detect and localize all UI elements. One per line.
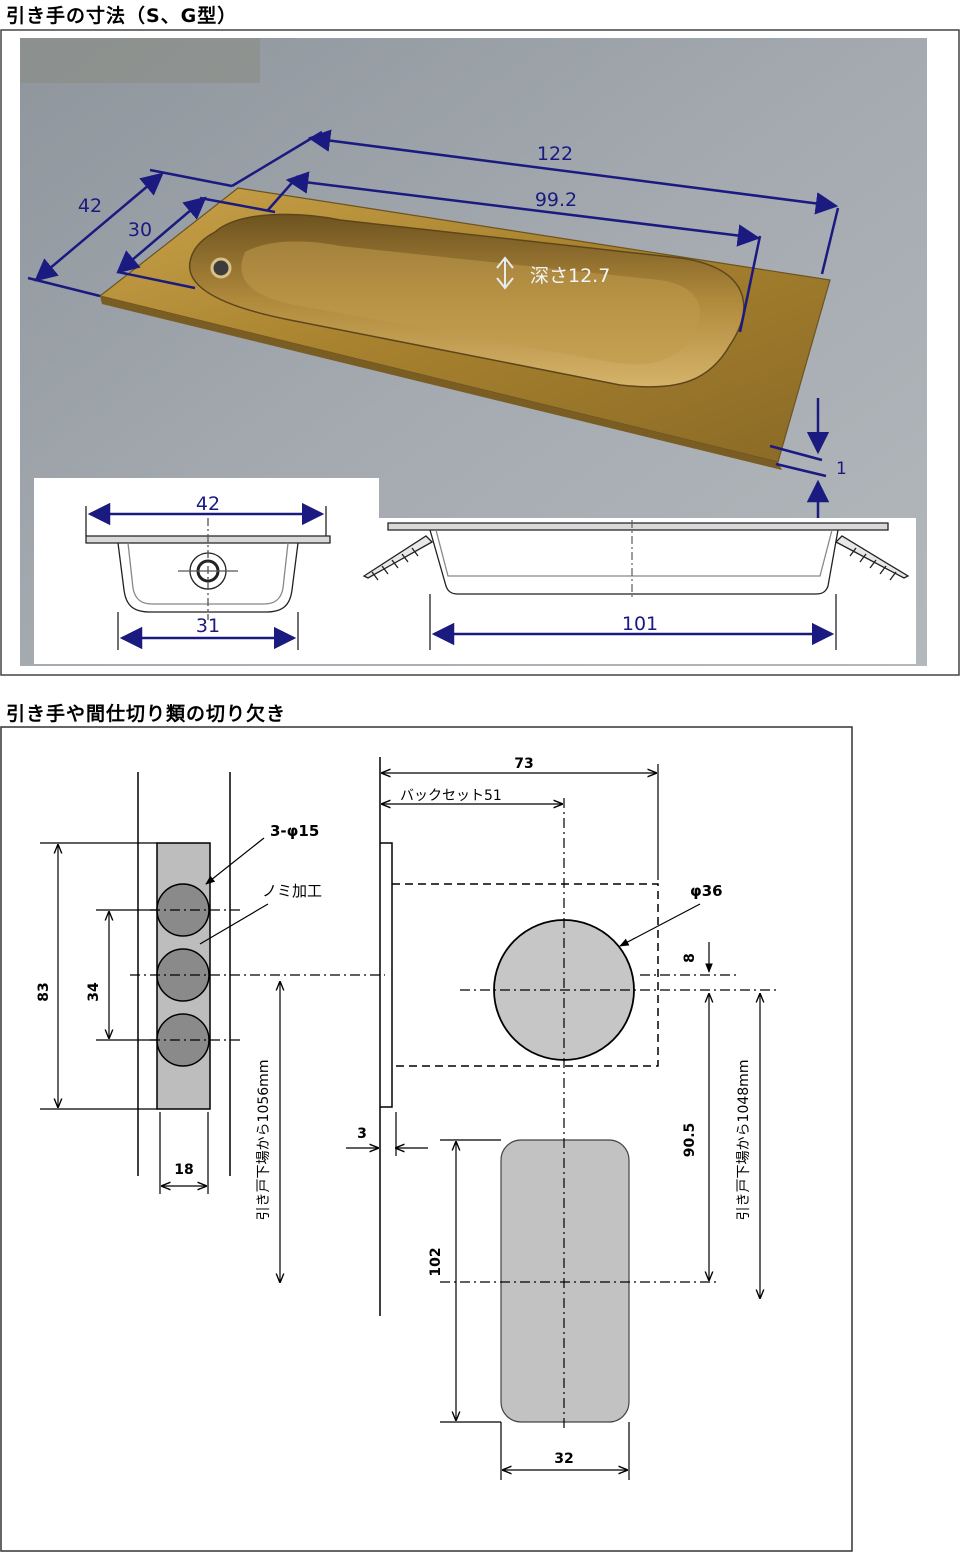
leader-nomi	[199, 903, 269, 945]
depth-label: 深さ12.7	[530, 265, 610, 287]
label-from-floor-left: 引き戸下場から1056mm	[256, 1060, 272, 1221]
depth-arrow-icon	[496, 256, 514, 290]
section-title-cutout: 引き手や間仕切り類の切り欠き	[6, 703, 287, 725]
leader-phi36	[619, 903, 701, 947]
dim-label-102: 102	[428, 1247, 444, 1276]
dim-label-83: 83	[36, 982, 52, 1001]
dim-label-101: 101	[622, 613, 658, 635]
dim-line-99	[285, 171, 761, 247]
dim-label-122: 122	[537, 143, 573, 165]
dim-label-99: 99.2	[535, 189, 577, 211]
dim-label-backset: バックセット51	[400, 788, 502, 804]
leader-holes	[205, 837, 265, 885]
pull-cutout-rect	[500, 1139, 630, 1423]
dim-label-30: 30	[128, 219, 152, 241]
dim-label-3: 3	[357, 1126, 367, 1142]
dim-label-8: 8	[682, 953, 698, 963]
dim-line-30	[116, 196, 207, 274]
label-nomi: ノミ加工	[262, 882, 322, 900]
cutout-frame	[0, 726, 853, 1552]
dim-label-73: 73	[514, 756, 533, 772]
dim-label-18: 18	[174, 1162, 193, 1178]
dim-label-90: 90.5	[682, 1123, 698, 1158]
inset-side-view	[378, 518, 916, 664]
label-holes: 3-φ15	[270, 822, 319, 840]
label-phi36: φ36	[690, 882, 723, 900]
screw-hole-icon	[210, 257, 232, 279]
dim-label-42-inset: 42	[196, 493, 220, 515]
dim-label-42: 42	[78, 195, 102, 217]
dim-label-31: 31	[196, 615, 220, 637]
dim-label-34: 34	[86, 982, 102, 1002]
dim-label-32: 32	[554, 1451, 573, 1467]
thickness-label: 1	[836, 459, 847, 479]
dim-line-42	[34, 172, 164, 282]
label-from-floor-right: 引き戸下場から1048mm	[736, 1060, 752, 1221]
section-title-pull-dimensions: 引き手の寸法（S、G型）	[6, 5, 238, 27]
